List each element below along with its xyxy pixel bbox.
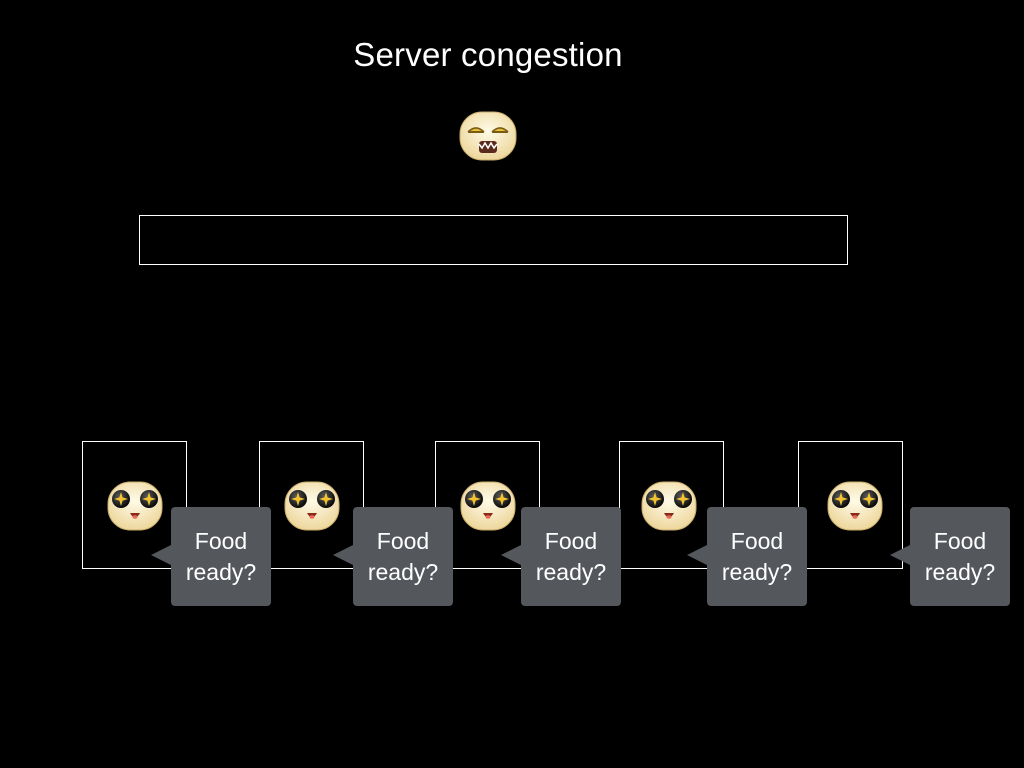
bubble-text: Food (544, 528, 598, 554)
excited-customer-face-icon (107, 481, 163, 531)
excited-customer-face-icon (284, 481, 340, 531)
sleepy-server-face-icon (459, 111, 517, 161)
bubble-text: Food (730, 528, 784, 554)
excited-customer-face-icon (641, 481, 697, 531)
excited-customer-face-icon (827, 481, 883, 531)
client-box (82, 441, 187, 569)
bubble-text: ready? (535, 559, 607, 585)
bubble-text: ready? (924, 559, 996, 585)
speech-bubble: Food ready? (687, 507, 807, 606)
bubble-text: Food (194, 528, 248, 554)
bubble-text: Food (933, 528, 987, 554)
speech-bubble: Food ready? (333, 507, 453, 606)
excited-customer-face-icon (460, 481, 516, 531)
bubble-text: Food (376, 528, 430, 554)
speech-bubble: Food ready? (501, 507, 621, 606)
client-box (798, 441, 903, 569)
slide-title: Server congestion (353, 36, 623, 73)
client-box (435, 441, 540, 569)
counter-box (139, 215, 848, 265)
bubble-text: ready? (367, 559, 439, 585)
client-box (619, 441, 724, 569)
speech-bubble: Food ready? (890, 507, 1010, 606)
bubble-text: ready? (185, 559, 257, 585)
client-box (259, 441, 364, 569)
bubble-text: ready? (721, 559, 793, 585)
speech-bubble: Food ready? (151, 507, 271, 606)
